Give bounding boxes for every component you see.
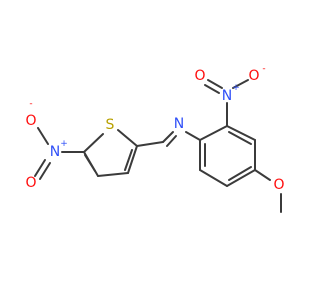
bond-c5-s (83, 133, 104, 153)
bond-s-c2 (117, 129, 138, 147)
atom-imine-nitrogen: N (174, 116, 184, 132)
bond-nitro2-n-o-double-b (207, 79, 223, 89)
atom-nitro-right-oxygen-minus: O (248, 68, 259, 84)
atom-sulfur: S (106, 117, 115, 133)
bond-c3-c4 (97, 172, 129, 177)
atom-nitro-left-oxygen-double: O (25, 175, 36, 191)
bond-b5-b6 (199, 169, 228, 187)
charge-nitro-right-nitrogen: + (232, 83, 240, 93)
atom-nitro-right-oxygen-double: O (194, 68, 205, 84)
atom-nitro-right-nitrogen: N (222, 88, 232, 104)
bond-ch-n (162, 131, 174, 143)
bond-ch-n-double (166, 135, 177, 147)
atom-nitro-left-oxygen-minus: O (25, 113, 36, 129)
bond-nitro-n-o-double-a (34, 159, 46, 177)
bond-b1-b2 (199, 125, 228, 141)
bond-b4-o (254, 169, 271, 181)
bond-nitro-n-o-minus (37, 127, 49, 145)
bond-b2-b3 (226, 125, 256, 141)
bond-c4-c5-double (84, 154, 96, 172)
charge-nitro-left-oxygen: - (29, 99, 32, 109)
structure-svg: S N N + O - O N + O - O O (25, 64, 285, 213)
atom-nitro-left-nitrogen: N (50, 144, 60, 160)
molecule-diagram: S N N + O - O N + O - O O (25, 64, 285, 213)
atom-methoxy-oxygen: O (273, 177, 284, 193)
bond-c2-c3 (127, 145, 138, 174)
bond-b2-b3-double (228, 131, 252, 145)
bond-nitro2-n-o-double-a (204, 84, 220, 94)
charge-nitro-right-oxygen: - (262, 64, 265, 74)
bond-nitro-n-o-double-b (39, 162, 51, 180)
bond-c2-ch (136, 141, 164, 147)
bond-n-aryl (185, 131, 201, 141)
bond-b4-b5-double (228, 166, 252, 181)
bond-c2-c3-double (124, 149, 133, 171)
charge-nitro-left-nitrogen: + (60, 139, 68, 149)
bond-b4-b5 (226, 169, 256, 187)
bond-nitro2-n-o-minus (232, 79, 249, 89)
